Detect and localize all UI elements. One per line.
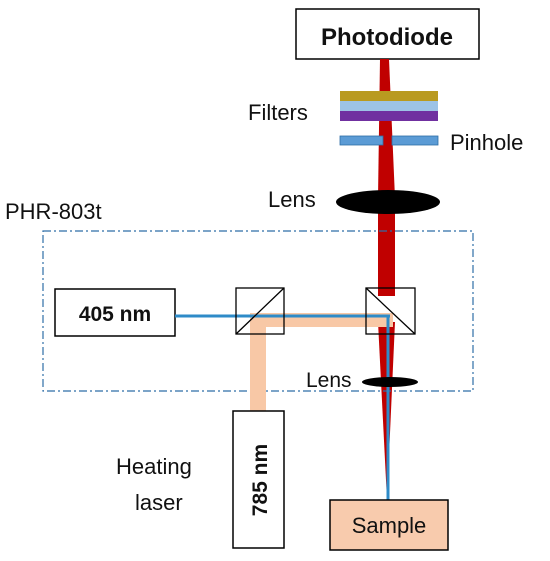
filters-label: Filters — [248, 100, 308, 125]
sample-label: Sample — [352, 513, 427, 538]
pinhole-label: Pinhole — [450, 130, 523, 155]
red-beam-upper — [378, 59, 395, 198]
lens-bottom — [362, 377, 418, 387]
heating-laser-box — [232, 410, 285, 549]
lens-top-label: Lens — [268, 187, 316, 212]
heating-beam-vertical — [250, 313, 266, 411]
filter-light-blue — [340, 101, 438, 111]
laser-405-box — [54, 288, 176, 337]
beam-splitter-right-diagonal — [365, 287, 416, 335]
laser-405-label: 405 nm — [79, 303, 151, 326]
beam-splitter-left — [235, 287, 285, 335]
filter-gold — [340, 91, 438, 101]
lens-top — [336, 190, 440, 214]
pinhole-right — [391, 135, 439, 146]
sample-box — [329, 499, 449, 551]
red-beam-main — [378, 210, 395, 296]
photodiode-label: Photodiode — [321, 24, 453, 51]
module-label: PHR-803t — [5, 199, 102, 224]
filter-purple — [340, 111, 438, 121]
heating-label-line1: Heating — [116, 454, 192, 479]
beam-splitter-left-diagonal — [235, 287, 285, 335]
laser-785-label: 785 nm — [249, 444, 272, 516]
pinhole-left — [339, 135, 384, 146]
photodiode-box — [295, 8, 480, 60]
beam-splitter-right — [365, 287, 416, 335]
lens-bottom-label: Lens — [306, 369, 352, 392]
heating-label-line2: laser — [135, 490, 183, 515]
